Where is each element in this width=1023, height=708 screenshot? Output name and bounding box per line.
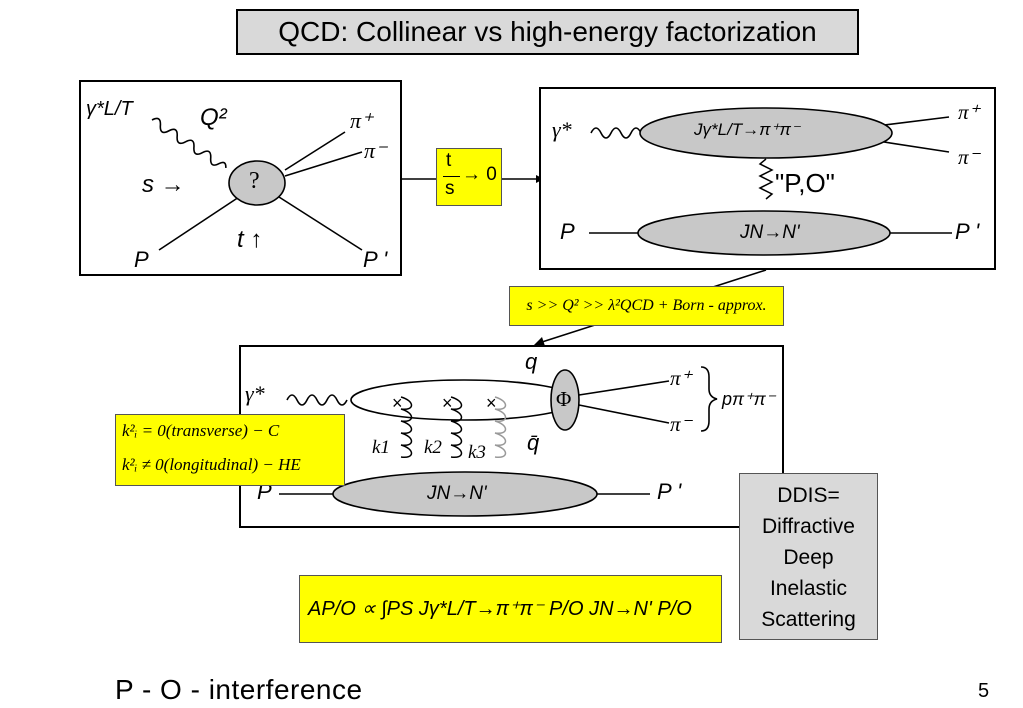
- gluon-k1: [400, 396, 413, 458]
- limit-rest: → 0: [462, 164, 497, 185]
- high-energy-diagram: [589, 107, 952, 256]
- pion-pair-brace: [700, 366, 718, 432]
- photon-wavy-line: [590, 127, 642, 139]
- quark-label: q: [525, 349, 538, 374]
- p-in-label: P: [134, 247, 149, 272]
- lower-blob-label: JN→N': [740, 222, 800, 243]
- cross-mark-2: ×: [442, 393, 453, 413]
- amplitude-formula-box: AP/O ∝ ∫PS Jγ*L/T→π⁺π⁻ P/O JN→N' P/O: [299, 575, 722, 643]
- antiquark-label: q̄: [527, 430, 540, 455]
- pi-plus-label-3: π⁺: [670, 366, 692, 390]
- p-out-label: P ': [363, 247, 388, 272]
- ddis-line-3: Deep: [783, 546, 834, 569]
- ddis-definition-box: DDIS= Diffractive Deep Inelastic Scatter…: [739, 473, 878, 640]
- phi-label: Φ: [556, 387, 572, 411]
- collinear-diagram: [151, 117, 363, 251]
- ddis-line-4: Inelastic: [769, 577, 848, 600]
- exchange-label: "P,O": [775, 168, 835, 198]
- limit-frac-bar: [443, 176, 460, 177]
- pi-minus-label-2: π⁻: [958, 145, 980, 169]
- upper-current-blob: [639, 107, 893, 159]
- k1-label: k1: [372, 437, 390, 458]
- pi-minus-label: π⁻: [364, 138, 387, 163]
- pi-plus-label: π⁺: [350, 108, 373, 133]
- lower-blob-label-3: JN→N': [427, 483, 487, 504]
- ddis-line-1: DDIS=: [777, 484, 840, 507]
- approx-box: s >> Q² >> λ²QCD + Born - approx.: [509, 286, 784, 326]
- exchange-zigzag: [758, 158, 774, 200]
- p-in-label-2: P: [560, 219, 575, 244]
- pi-minus-label-3: π⁻: [670, 412, 692, 436]
- upper-blob-label: Jγ*L/T→π⁺π⁻: [694, 120, 800, 139]
- pion-pair-momentum-label: pπ⁺π⁻: [722, 389, 776, 409]
- s-arrow-label: s →: [142, 171, 185, 198]
- photon-label-3: γ*: [245, 381, 265, 406]
- k-squared-box: k²ᵢ = 0(transverse) − C k²ᵢ ≠ 0(longitud…: [115, 414, 345, 486]
- interference-caption: P - O - interference: [115, 674, 363, 705]
- p-out-label-2: P ': [955, 219, 980, 244]
- pi-plus-line: [284, 131, 346, 171]
- page-number: 5: [978, 680, 990, 702]
- photon-label: γ*L/T: [86, 98, 133, 120]
- photon-wavy-line: [286, 394, 348, 406]
- t-arrow-label: t ↑: [237, 226, 263, 253]
- photon-wavy-line: [151, 117, 227, 168]
- lower-current-blob-3: [332, 471, 598, 517]
- slide-title: QCD: Collinear vs high-energy factorizat…: [236, 9, 859, 55]
- dipole-diagram: × × ×: [279, 366, 718, 517]
- limit-box: t s → 0: [436, 148, 502, 206]
- limit-frac-den: s: [445, 178, 455, 199]
- k-longitudinal-line: k²ᵢ ≠ 0(longitudinal) − HE: [122, 455, 301, 474]
- lower-current-blob: [637, 210, 891, 256]
- phi-blob: [550, 369, 580, 431]
- k3-label: k3: [468, 442, 486, 463]
- photon-label-2: γ*: [552, 117, 572, 142]
- q2-label: Q²: [200, 104, 227, 131]
- k2-label: k2: [424, 437, 442, 458]
- p-out-label-3: P ': [657, 479, 682, 504]
- limit-frac-num: t: [446, 150, 452, 171]
- p-out-line: [278, 196, 363, 251]
- cross-mark-3: ×: [486, 393, 497, 413]
- k-transverse-line: k²ᵢ = 0(transverse) − C: [122, 421, 280, 440]
- cross-mark-1: ×: [392, 393, 403, 413]
- interaction-blob: [228, 160, 286, 206]
- pi-plus-label-2: π⁺: [958, 100, 980, 124]
- quark-loop: [350, 379, 578, 421]
- pi-minus-line: [284, 151, 363, 177]
- gluon-k2: [450, 396, 463, 458]
- ddis-line-2: Diffractive: [762, 515, 855, 538]
- gluon-k3: [494, 396, 507, 458]
- p-in-line: [158, 196, 240, 251]
- amplitude-formula: AP/O ∝ ∫PS Jγ*L/T→π⁺π⁻ P/O JN→N' P/O: [308, 598, 692, 620]
- blob-question-label: ?: [249, 168, 260, 194]
- ddis-line-5: Scattering: [761, 608, 856, 631]
